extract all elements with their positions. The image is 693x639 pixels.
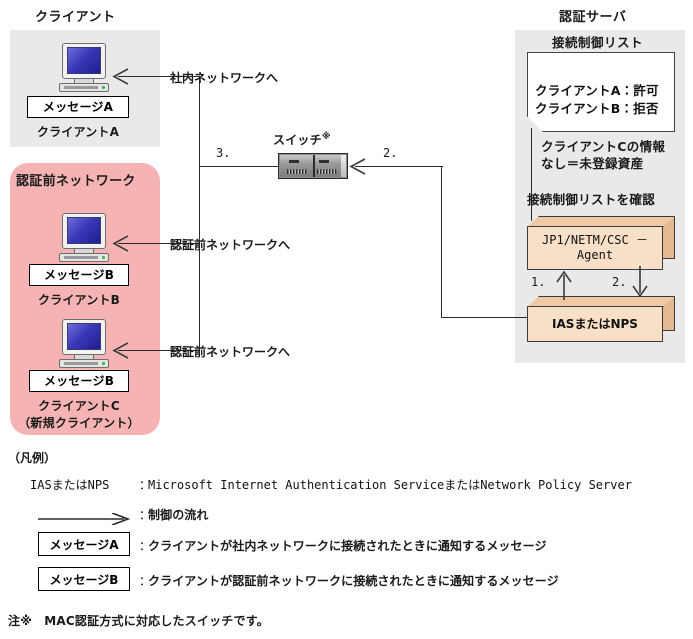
- monitor-screen: [67, 217, 101, 244]
- ias-box-text: IASまたはNPS: [552, 316, 638, 331]
- client-b-message-box: メッセージB: [29, 264, 129, 286]
- acl-entry-a: クライアントA：許可: [535, 83, 659, 98]
- box-front-face: JP1/NETM/CSC －Agent: [527, 226, 663, 270]
- client-b-computer-icon: [57, 213, 111, 265]
- legend-key-ias: IASまたはNPS: [30, 478, 110, 492]
- switch-divider: [313, 155, 315, 177]
- legend-colon-message-a: ：: [139, 539, 152, 553]
- arrow-to-client-b-line: [118, 243, 200, 244]
- client-c-computer-icon: [57, 319, 111, 371]
- step-1-arrow: [556, 270, 572, 300]
- control-flow-arrow-icon: [38, 513, 130, 525]
- legend-row-message-b: メッセージB ： クライアントが認証前ネットワークに接続されたときに通知するメッ…: [8, 567, 688, 602]
- acl-sheet: [527, 52, 675, 132]
- acl-note-line1: クライアントCの情報: [541, 139, 666, 154]
- switch-footnote-mark: ※: [321, 132, 331, 142]
- legend-desc-message-a: クライアントが社内ネットワークに接続されたときに通知するメッセージ: [148, 539, 547, 553]
- server-to-switch-vertical: [441, 166, 442, 318]
- legend-title: （凡例）: [8, 451, 57, 465]
- legend-colon-arrow: ：: [139, 508, 152, 522]
- monitor-neck: [74, 355, 94, 359]
- arrow-to-switch-head: [349, 158, 366, 175]
- step-2-arrow: [632, 266, 648, 298]
- flow-label-internal-network: 社内ネットワークへ: [170, 71, 279, 85]
- switch-ports-right: [317, 169, 337, 174]
- legend-message-b-box: メッセージB: [38, 567, 130, 591]
- acl-to-agent-line: [531, 128, 532, 221]
- legend: （凡例） IASまたはNPS ： Microsoft Internet Auth…: [8, 449, 688, 602]
- auth-server-heading: 認証サーバ: [559, 10, 627, 25]
- client-c-message-box: メッセージB: [29, 370, 129, 392]
- switch-to-trunk-line: [199, 166, 279, 167]
- power-led-icon: [102, 86, 105, 89]
- legend-row-arrow: ： 制御の流れ: [8, 502, 688, 532]
- arrow-to-client-c-line: [118, 350, 200, 351]
- flow-label-preauth-network-c: 認証前ネットワークへ: [170, 345, 291, 359]
- client-trunk-line: [199, 76, 200, 350]
- monitor-neck: [74, 249, 94, 253]
- client-a-caption: クライアントA: [36, 125, 120, 139]
- agent-box-line1: JP1/NETM/CSC －: [542, 233, 648, 247]
- step-1-label: 1.: [531, 275, 546, 289]
- switch-label-text: スイッチ: [273, 133, 322, 147]
- switch-dash-right: [319, 160, 329, 163]
- legend-colon-ias: ：: [139, 478, 152, 492]
- flow-label-preauth-network-b: 認証前ネットワークへ: [170, 238, 291, 252]
- legend-desc-arrow: 制御の流れ: [148, 508, 209, 522]
- keyboard-strip: [64, 256, 98, 259]
- legend-row-message-a: メッセージA ： クライアントが社内ネットワークに接続されたときに通知するメッセ…: [8, 532, 688, 567]
- arrow-to-client-a-head: [112, 68, 129, 85]
- switch-ports-left: [287, 169, 307, 174]
- acl-check-label: 接続制御リストを確認: [527, 192, 656, 207]
- client-a-computer-icon: [57, 43, 111, 95]
- legend-row-ias: IASまたはNPS ： Microsoft Internet Authentic…: [8, 472, 688, 502]
- monitor-screen: [67, 47, 101, 74]
- acl-entry-b: クライアントB：拒否: [535, 101, 659, 116]
- legend-colon-message-b: ：: [139, 574, 152, 588]
- acl-title: 接続制御リスト: [552, 35, 644, 50]
- access-control-list-document: クライアントA：許可 クライアントB：拒否: [527, 52, 675, 132]
- legend-desc-message-b: クライアントが認証前ネットワークに接続されたときに通知するメッセージ: [148, 574, 559, 588]
- client-c-caption: クライアントC: [38, 399, 120, 413]
- arrow-to-client-c-head: [112, 342, 129, 359]
- monitor-neck: [74, 79, 94, 83]
- ias-nps-box: IASまたはNPS: [527, 296, 675, 342]
- legend-message-a-box: メッセージA: [38, 532, 130, 556]
- switch-right-cap: [341, 155, 346, 177]
- preauth-network-label: 認証前ネットワーク: [16, 174, 136, 189]
- legend-desc-ias: Microsoft Internet Authentication Servic…: [148, 478, 632, 492]
- client-c-caption-secondary: （新規クライアント）: [18, 416, 140, 430]
- power-led-icon: [102, 256, 105, 259]
- keyboard-strip: [64, 362, 98, 365]
- switch-from-server-line: [355, 166, 443, 167]
- client-b-caption: クライアントB: [37, 293, 121, 307]
- keyboard-strip: [64, 86, 98, 89]
- switch-label: スイッチ※: [273, 131, 357, 148]
- step-2-server-label: 2.: [612, 275, 627, 289]
- agent-box-line2: Agent: [576, 248, 614, 262]
- jp1-netm-csc-agent-box: JP1/NETM/CSC －Agent: [527, 216, 675, 270]
- arrow-to-client-b-head: [112, 235, 129, 252]
- client-heading: クライアント: [35, 10, 116, 25]
- ias-to-switch-line: [441, 317, 545, 318]
- power-led-icon: [102, 362, 105, 365]
- monitor-screen: [67, 323, 101, 350]
- network-switch-icon: [278, 153, 348, 179]
- step-3-label: 3.: [216, 146, 231, 160]
- client-a-message-box: メッセージA: [27, 96, 129, 118]
- box-front-face: IASまたはNPS: [527, 306, 663, 342]
- arrow-to-client-a-line: [118, 76, 200, 77]
- step-2-switch-label: 2.: [383, 146, 398, 160]
- acl-note-line2: なし＝未登録資産: [541, 156, 644, 171]
- agent-box-text: JP1/NETM/CSC －Agent: [542, 233, 648, 263]
- switch-dash-left: [289, 160, 299, 163]
- footnote-text: 注※ MAC認証方式に対応したスイッチです。: [8, 614, 269, 628]
